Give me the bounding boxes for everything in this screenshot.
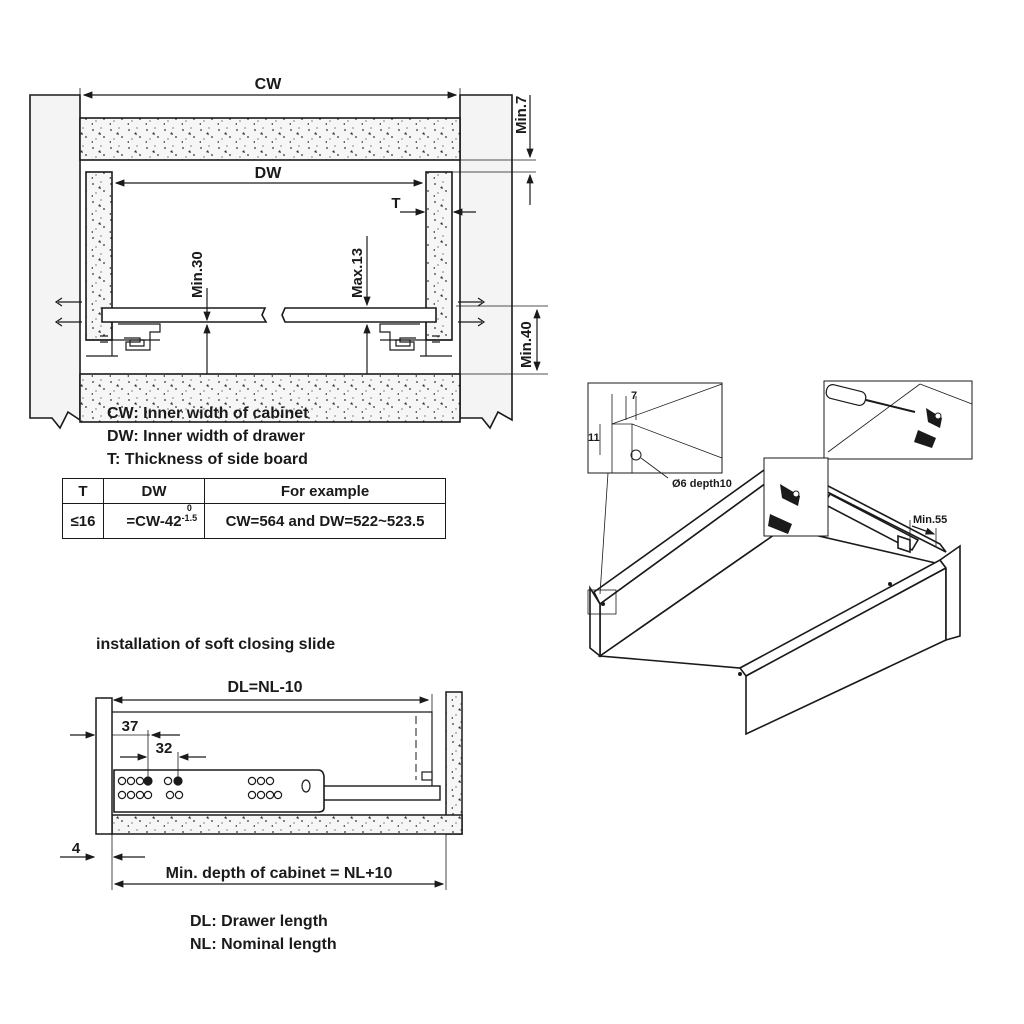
t-label: T [391, 195, 400, 212]
runner-rail [319, 785, 441, 801]
hole-detail-box [587, 382, 723, 474]
dw-label: DW [255, 165, 283, 182]
left-cabinet-wall [29, 94, 81, 430]
front-panel-side [938, 544, 961, 642]
drawer-front [95, 697, 113, 835]
spec-table-header: T DW For example [62, 478, 446, 504]
tol-upper: 0 [186, 502, 192, 513]
runner-body [113, 769, 325, 813]
dim-11: 11 [588, 432, 600, 444]
left-runner [86, 322, 161, 357]
dw-formula: =CW-42 [126, 512, 182, 530]
legend-t: T: Thickness of side board [107, 451, 308, 468]
runner-holes [117, 776, 311, 800]
note-dl: DL: Drawer length [190, 913, 328, 930]
installation-side-view: DL=NL-10 37 32 4 Min. depth of cabinet =… [60, 679, 463, 890]
installation-notes: DL: Drawer length NL: Nominal length [190, 910, 337, 956]
cabinet-legend: CW: Inner width of cabinet DW: Inner wid… [107, 402, 308, 471]
min30-label: Min.30 [189, 251, 206, 298]
header-t: T [62, 478, 104, 504]
max13-label: Max.13 [349, 248, 366, 298]
drawer-right-side [425, 171, 453, 341]
dw-tolerance: 0-1.5 [182, 503, 198, 523]
cabinet-section: CW DW T Min.7 Min.30 Max.13 Min.40 [29, 76, 548, 430]
installation-heading: installation of soft closing slide [96, 636, 336, 653]
legend-dw: DW: Inner width of drawer [107, 428, 305, 445]
cw-label: CW [255, 76, 283, 93]
cabinet-back-wall [445, 691, 463, 835]
legend-cw: CW: Inner width of cabinet [107, 405, 309, 422]
right-runner [379, 322, 452, 357]
cell-t: ≤16 [62, 503, 104, 539]
header-example: For example [204, 478, 446, 504]
min55-label: Min.55 [913, 514, 947, 526]
screws [54, 297, 486, 327]
drawer-bottom-right [281, 307, 437, 323]
tol-lower: -1.5 [181, 512, 198, 523]
screwdriver-icon [825, 384, 916, 413]
dl-label: DL=NL-10 [227, 679, 302, 696]
drawer-3d-view: Min.55 7 11 Ø6 depth10 [587, 380, 973, 736]
latch-clip-icon [914, 408, 942, 448]
lock-clip-icon [768, 484, 800, 534]
header-dw: DW [103, 478, 205, 504]
right-cabinet-wall [459, 94, 513, 430]
hole-label: Ø6 depth10 [672, 478, 732, 490]
cabinet-top-panel [79, 117, 461, 161]
min-depth-label: Min. depth of cabinet = NL+10 [166, 865, 393, 882]
min40-label: Min.40 [518, 321, 535, 368]
dim-32: 32 [156, 740, 173, 757]
min7-label: Min.7 [513, 96, 530, 134]
note-nl: NL: Nominal length [190, 936, 337, 953]
cabinet-bottom [111, 814, 463, 835]
dim-7: 7 [631, 390, 637, 402]
cabinet-bottom-panel [79, 373, 461, 423]
dim-4: 4 [72, 840, 81, 857]
dim-37: 37 [122, 718, 139, 735]
cell-example: CW=564 and DW=522~523.5 [204, 503, 446, 539]
drawer-bottom-left [101, 307, 268, 323]
